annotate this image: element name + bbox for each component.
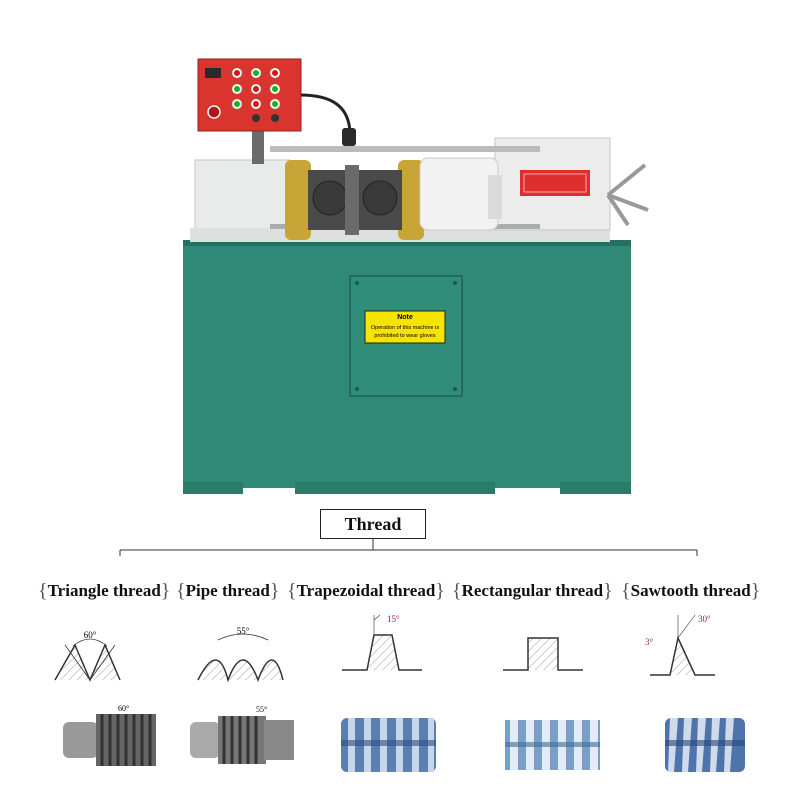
notice-title: Note: [397, 314, 413, 321]
angle-label: 60°: [84, 630, 97, 640]
angle-label: 30°: [698, 614, 711, 624]
category-sawtooth-thread: {Sawtooth thread}: [621, 579, 761, 602]
angle-label: 60°: [118, 704, 129, 713]
trapezoidal-thread-photo: [341, 718, 436, 772]
warning-notice-plate: [364, 310, 446, 344]
notice-line-1: Operation of this machine is: [371, 325, 439, 331]
thread-root-label: Thread: [320, 509, 426, 539]
angle-label: 55°: [256, 705, 267, 714]
angle-label-secondary: 3°: [645, 637, 654, 647]
category-label: Rectangular thread: [461, 581, 604, 600]
sawtooth-thread-profile-diagram: 30° 3°: [645, 614, 715, 676]
category-label: Sawtooth thread: [630, 581, 751, 600]
rectangular-thread-photo: [505, 720, 600, 770]
sawtooth-thread-photo: [665, 718, 745, 772]
trapezoidal-thread-profile-diagram: 15°: [342, 614, 422, 671]
category-triangle-thread: {Triangle thread}: [38, 579, 171, 602]
category-label: Trapezoidal thread: [296, 581, 436, 600]
pipe-thread-photo: 55°: [190, 705, 294, 764]
category-rectangular-thread: {Rectangular thread}: [452, 579, 613, 602]
spindle-housing: [419, 157, 499, 231]
category-label: Pipe thread: [185, 581, 270, 600]
pipe-thread-profile-diagram: 55°: [197, 626, 284, 683]
work-lamp: [342, 128, 356, 146]
label-sticker: [520, 170, 590, 196]
left-chuck: [285, 160, 311, 240]
triangle-thread-profile-diagram: 60°: [54, 630, 121, 682]
triangle-thread-photo: 60°: [63, 704, 156, 766]
notice-line-2: prohibited to wear gloves: [374, 333, 435, 339]
category-trapezoidal-thread: {Trapezoidal thread}: [287, 579, 445, 602]
angle-label: 55°: [237, 626, 250, 636]
rectangular-thread-profile-diagram: [503, 637, 583, 671]
thread-rolling-machine-photo: Note Operation of this machine is prohib…: [183, 58, 649, 494]
category-pipe-thread: {Pipe thread}: [176, 579, 280, 602]
angle-label: 15°: [387, 614, 400, 624]
category-label: Triangle thread: [47, 581, 161, 600]
category-tree-lines: [119, 539, 698, 556]
right-chuck: [398, 160, 424, 240]
